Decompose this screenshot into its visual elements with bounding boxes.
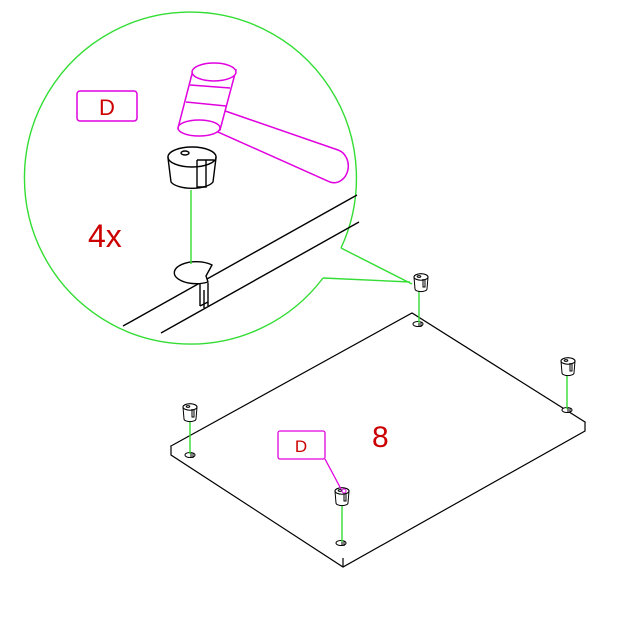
main-part-label: D [277, 430, 342, 490]
detail-hole [173, 261, 213, 307]
cam-fittings [182, 273, 576, 507]
cam-fitting-icon [560, 357, 576, 377]
insert-lines [189, 290, 568, 542]
part-pointer-line [324, 458, 342, 490]
detail-part-label: D [76, 90, 138, 122]
step-number: 8 [372, 421, 389, 454]
detail-callout: D 4x [23, 11, 413, 345]
detail-leader-line [322, 247, 413, 285]
board-hole [335, 540, 347, 547]
cam-fitting-icon [334, 487, 350, 507]
cam-fitting-icon [182, 403, 198, 423]
cam-fitting-icon [413, 273, 429, 293]
detail-quantity-text: 4x [88, 218, 122, 254]
cam-fitting-icon [167, 146, 217, 189]
main-part-label-text: D [295, 437, 307, 456]
detail-part-label-text: D [99, 95, 115, 120]
detail-circle-outline [23, 11, 358, 345]
hammer-icon [177, 62, 349, 184]
board-hole [412, 321, 424, 328]
panel-board [169, 312, 587, 568]
detail-board-edge [122, 194, 360, 334]
